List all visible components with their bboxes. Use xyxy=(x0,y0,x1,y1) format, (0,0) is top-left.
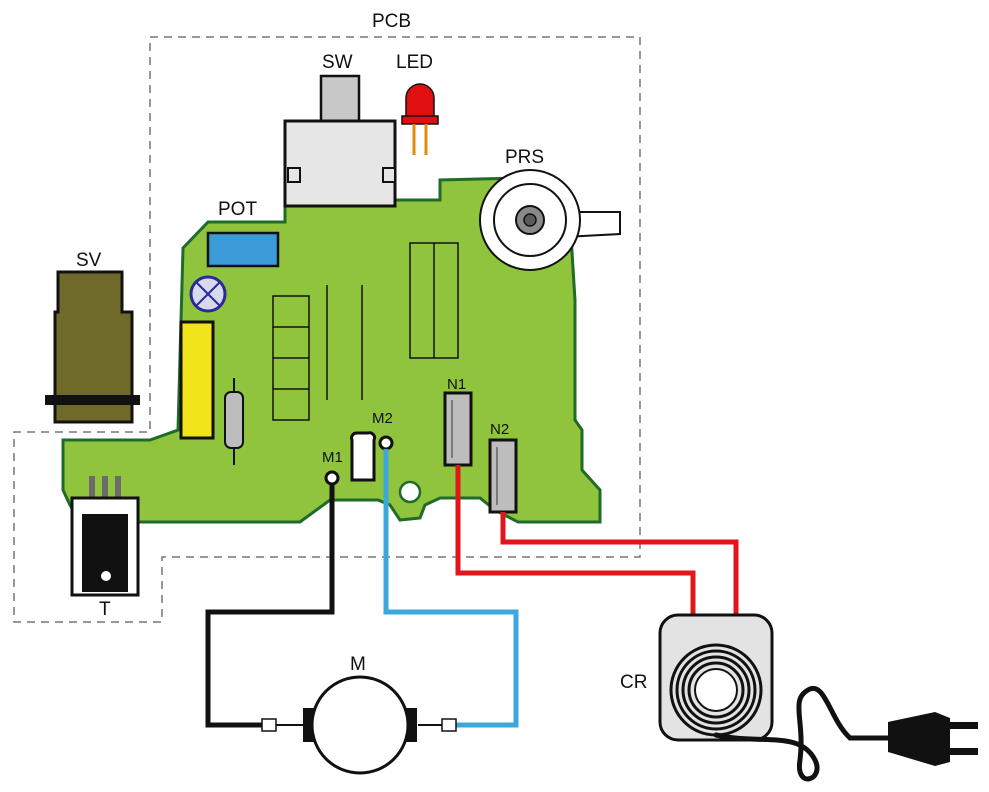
label-cr: CR xyxy=(620,672,647,693)
label-pot: POT xyxy=(218,199,257,220)
switch-clip-right xyxy=(382,167,396,183)
motor-body xyxy=(310,675,410,775)
cord-reel-coil xyxy=(687,661,745,719)
motor-terminal-left xyxy=(261,718,277,732)
solenoid-valve-base xyxy=(45,395,140,405)
transistor-hole xyxy=(101,571,111,581)
motor-terminal-right xyxy=(441,718,457,732)
power-cord xyxy=(713,685,893,782)
label-t: T xyxy=(99,599,111,620)
label-n2: N2 xyxy=(490,421,509,438)
transistor-leg xyxy=(115,476,121,501)
wire-black xyxy=(205,484,335,728)
jumper-loop xyxy=(350,431,376,482)
cord-reel-coil xyxy=(675,649,757,731)
cord-reel-center xyxy=(694,668,738,712)
label-sw: SW xyxy=(322,52,353,73)
label-led: LED xyxy=(396,52,433,73)
wire-blue xyxy=(383,449,519,728)
plug-pin xyxy=(948,722,978,729)
potentiometer xyxy=(206,231,280,268)
terminal-m1 xyxy=(324,470,340,486)
terminal-m2 xyxy=(378,435,394,451)
label-m1: M1 xyxy=(322,449,343,466)
label-n1: N1 xyxy=(447,376,466,393)
wire-red-n1 xyxy=(455,465,696,618)
wire-red-n2 xyxy=(500,512,739,618)
connector-n2 xyxy=(488,438,518,514)
connector-n1 xyxy=(443,391,473,467)
yellow-capacitor xyxy=(179,320,215,440)
solenoid-valve xyxy=(53,270,134,424)
led-dome xyxy=(405,83,435,119)
label-prs: PRS xyxy=(505,147,544,168)
transistor-leg xyxy=(89,476,95,501)
plug-pin xyxy=(948,748,978,755)
transistor-leg xyxy=(102,476,108,501)
prs-center xyxy=(523,213,537,227)
label-m: M xyxy=(350,654,366,675)
cord-reel-coil xyxy=(681,655,751,725)
label-m2: M2 xyxy=(372,410,393,427)
led-base xyxy=(401,115,439,125)
switch-clip-left xyxy=(287,167,301,183)
pcb-dashed-outline xyxy=(13,36,641,623)
trimmer-cross-b xyxy=(196,282,220,306)
label-pcb: PCB xyxy=(372,11,411,32)
resistor-body xyxy=(224,391,244,449)
board-mounting-notch xyxy=(398,480,422,504)
plug-body xyxy=(888,712,950,766)
switch-body xyxy=(283,119,397,208)
label-sv: SV xyxy=(76,250,102,271)
switch-actuator xyxy=(319,74,361,123)
